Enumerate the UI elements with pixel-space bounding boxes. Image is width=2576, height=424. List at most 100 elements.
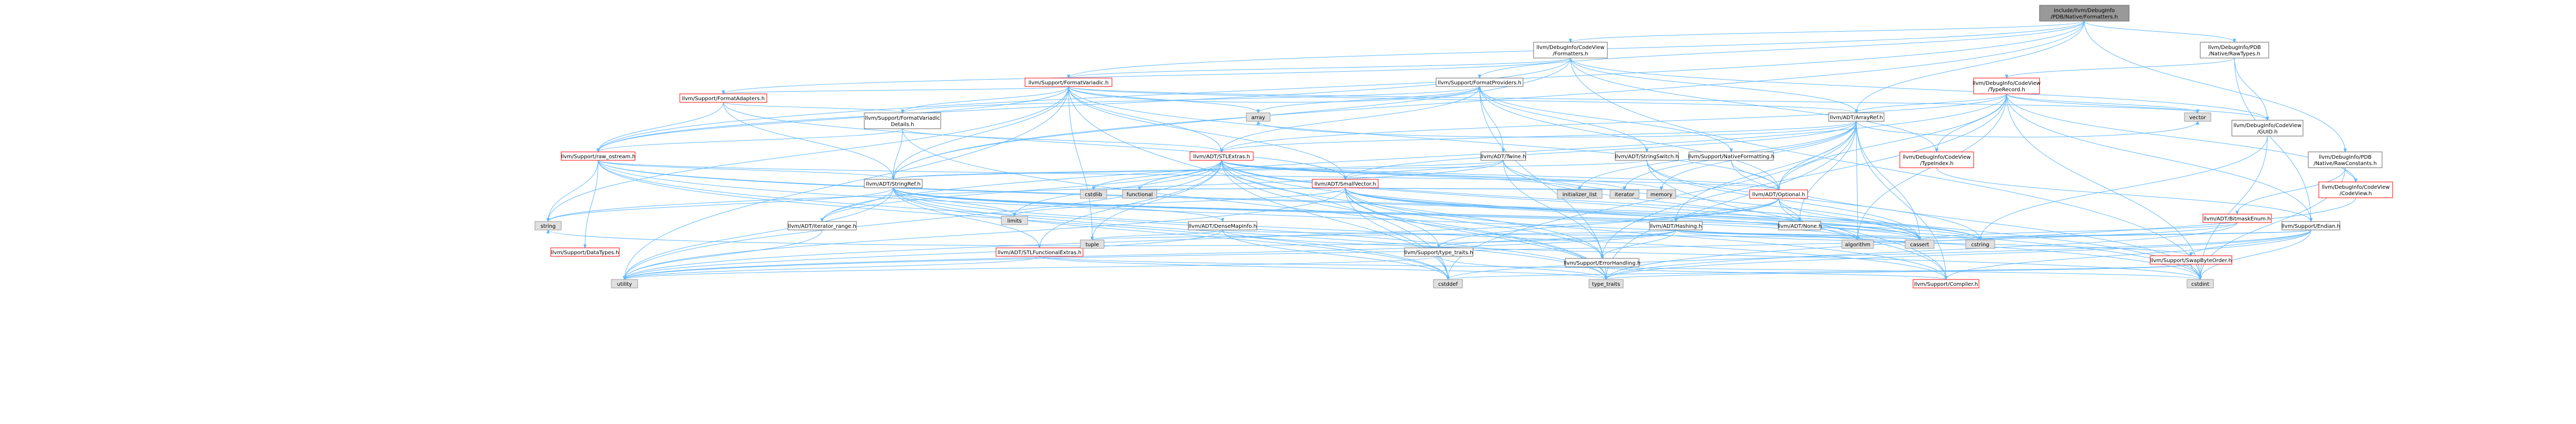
nodes-layer: include/llvm/DebugInfo/PDB/Native/Format… [534, 5, 2393, 288]
node-box [534, 221, 562, 230]
node-twine[interactable]: llvm/ADT/Twine.h [1480, 151, 1526, 161]
node-swapbyteorder[interactable]: llvm/Support/SwapByteOrder.h [2150, 255, 2232, 265]
edge-smallvector-to-cassert [1345, 187, 1920, 240]
node-typeindex[interactable]: llvm/DebugInfo/CodeView/TypeIndex.h [1899, 151, 1974, 168]
node-root[interactable]: include/llvm/DebugInfo/PDB/Native/Format… [2039, 5, 2130, 22]
node-rawconstants[interactable]: llvm/DebugInfo/PDB/Native/RawConstants.h [2308, 151, 2383, 168]
edge-cvformatters-to-formatvariadic [1069, 57, 1571, 78]
edge-root-to-rawconstants [2084, 21, 2345, 152]
edge-hashing-to-cassert [1675, 229, 1920, 240]
edge-stringref-to-cassert [893, 187, 1920, 240]
node-cstring: cstring [1965, 239, 1995, 249]
node-box [1841, 239, 1874, 249]
node-label: algorithm [1845, 242, 1870, 248]
edge-stringref-to-cstring [893, 187, 1980, 240]
node-stlfunctional[interactable]: llvm/ADT/STLFunctionalExtras.h [996, 247, 1084, 257]
node-errorhandling[interactable]: llvm/Support/ErrorHandling.h [1564, 258, 1641, 267]
node-box [1024, 78, 1113, 87]
node-densemapinfo[interactable]: llvm/ADT/DenseMapInfo.h [1188, 221, 1257, 230]
node-box [2281, 221, 2340, 230]
node-rawostream[interactable]: llvm/Support/raw_ostream.h [561, 151, 636, 161]
node-cassert: cassert [1905, 239, 1935, 249]
node-box [1899, 151, 1974, 168]
edges-layer [548, 21, 2356, 280]
edge-endian-to-cstdint [2200, 229, 2311, 280]
edge-densemapinfo-to-tuple [1092, 229, 1223, 240]
node-bitmaskenum[interactable]: llvm/ADT/BitmaskEnum.h [2202, 214, 2272, 223]
node-cstdlib: cstdlib [1080, 189, 1107, 199]
node-iterrange[interactable]: llvm/ADT/iterator_range.h [787, 221, 857, 230]
node-label: /Formatters.h [1553, 51, 1588, 57]
node-nativeraw[interactable]: llvm/DebugInfo/PDB/Native/RawTypes.h [2200, 42, 2269, 59]
edge-arrayref-to-compiler [1856, 121, 1946, 280]
edge-formatvariadic-to-rawostream [598, 86, 1069, 152]
edge-arrayref-to-cassert [1856, 121, 1920, 240]
node-box [787, 221, 857, 230]
node-compiler[interactable]: llvm/Support/Compiler.h [1913, 279, 1979, 288]
node-label: llvm/Support/FormatAdapters.h [682, 96, 765, 102]
node-datatypes[interactable]: llvm/Support/DataTypes.h [550, 247, 620, 257]
edge-stringref-to-cstddef [893, 187, 1448, 280]
node-formatvariadic[interactable]: llvm/Support/FormatVariadic.h [1024, 78, 1113, 87]
edge-nativefmt-to-optional [1731, 160, 1779, 190]
node-stringref[interactable]: llvm/ADT/StringRef.h [864, 179, 923, 188]
edge-swapbyteorder-to-typetraitsstd [1606, 264, 2191, 280]
edge-guid-to-cstring [1980, 136, 2268, 240]
node-label: cassert [1910, 242, 1929, 248]
edge-arrayref-to-array [1258, 121, 1857, 138]
node-optional[interactable]: llvm/ADT/Optional.h [1749, 189, 1808, 199]
edge-stlextras-to-errorhandling [1221, 160, 1602, 258]
node-typetraitsstd: type_traits [1588, 279, 1624, 288]
node-formatproviders[interactable]: llvm/Support/FormatProviders.h [1436, 78, 1524, 87]
node-arrayref[interactable]: llvm/ADT/ArrayRef.h [1828, 112, 1885, 122]
edge-rawconstants-to-cvcodeview [2345, 167, 2356, 182]
node-cvcodeview[interactable]: llvm/DebugInfo/CodeView/CodeView.h [2318, 181, 2393, 198]
node-stlextras[interactable]: llvm/ADT/STLExtras.h [1189, 151, 1254, 161]
edge-formatvariadic-to-vector [1068, 86, 2198, 113]
edge-typerecord-to-optional [1779, 93, 2007, 190]
edge-rawostream-to-typetraitsstd [598, 160, 1606, 280]
edge-hashing-to-algorithm [1675, 229, 1858, 240]
node-typerecord[interactable]: llvm/DebugInfo/CodeView/TypeRecord.h [1973, 78, 2041, 94]
node-label: vector [2189, 115, 2207, 121]
node-string: string [534, 221, 562, 230]
node-endian[interactable]: llvm/Support/Endian.h [2281, 221, 2340, 230]
node-label: llvm/ADT/Twine.h [1480, 154, 1526, 160]
node-smallvector[interactable]: llvm/ADT/SmallVector.h [1312, 179, 1379, 188]
edge-root-to-arrayref [1857, 21, 2085, 113]
edge-twine-to-string [548, 160, 1504, 221]
node-none[interactable]: llvm/ADT/None.h [1778, 221, 1822, 230]
node-typetraits[interactable]: llvm/Support/type_traits.h [1404, 247, 1474, 257]
node-hashing[interactable]: llvm/ADT/Hashing.h [1649, 221, 1703, 230]
edge-smallvector-to-cstring [1345, 187, 1980, 240]
edge-smallvector-to-typetraits [1345, 187, 1439, 248]
node-guid[interactable]: llvm/DebugInfo/CodeView/GUID.h [2231, 120, 2304, 137]
node-label: llvm/Support/DataTypes.h [551, 250, 619, 256]
edge-stringref-to-iterrange [822, 187, 894, 221]
node-label: llvm/Support/FormatVariadic.h [1028, 80, 1108, 86]
edge-hashing-to-errorhandling [1602, 229, 1676, 258]
edge-typerecord-to-stlextras [1222, 93, 2007, 152]
edge-optional-to-utility [625, 198, 1779, 280]
edge-rawostream-to-optional [598, 160, 1779, 190]
node-cvformatters[interactable]: llvm/DebugInfo/CodeView/Formatters.h [1533, 42, 1608, 59]
node-box [1588, 279, 1624, 288]
node-label: llvm/ADT/BitmaskEnum.h [2203, 216, 2270, 222]
node-label: /TypeIndex.h [1920, 161, 1953, 167]
edge-fvdetails-to-stlextras [902, 128, 1222, 152]
node-label: string [541, 224, 556, 229]
node-algorithm: algorithm [1841, 239, 1874, 249]
edge-stlextras-to-utility [625, 160, 1222, 280]
node-formatadapters[interactable]: llvm/Support/FormatAdapters.h [679, 93, 767, 103]
node-box [1188, 221, 1257, 230]
node-label: cstddef [1438, 282, 1458, 287]
node-stringswitch[interactable]: llvm/ADT/StringSwitch.h [1615, 151, 1679, 161]
node-box [1565, 258, 1640, 267]
node-nativefmt[interactable]: llvm/Support/NativeFormatting.h [1688, 151, 1774, 161]
edge-stringref-to-stlfunctional [893, 187, 1040, 248]
edge-bitmaskenum-to-cassert [1920, 222, 2238, 240]
node-label: array [1251, 115, 1265, 121]
node-label: llvm/ADT/DenseMapInfo.h [1188, 224, 1257, 229]
node-label: llvm/ADT/None.h [1778, 224, 1822, 229]
